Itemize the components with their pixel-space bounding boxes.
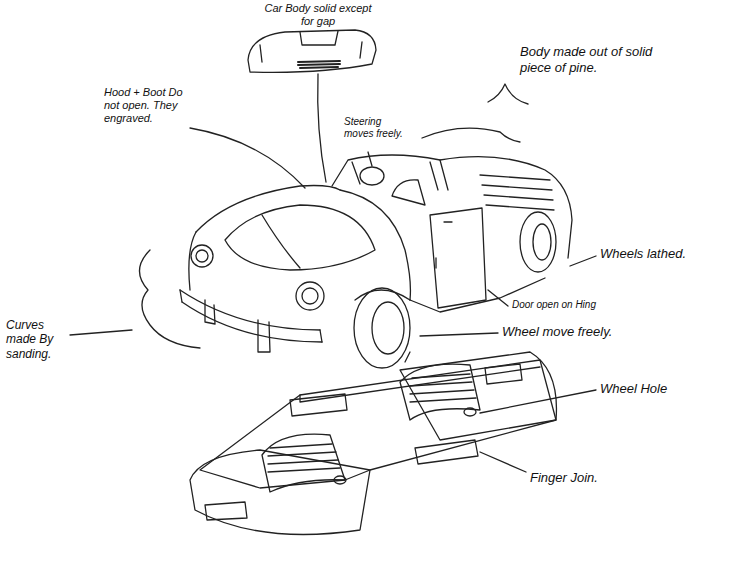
annotation-label: Hood + Boot Do not open. They engraved. [104, 86, 200, 126]
annotation-label: Door open on Hing [512, 299, 642, 311]
annotation-label: Curves made By sanding. [6, 318, 70, 361]
annotation-label: Finger Join. [530, 470, 640, 486]
annotation-label: Car Body solid except for gap [262, 2, 374, 28]
annotation-label: Wheel move freely. [502, 324, 682, 340]
annotation-label: Wheel Hole [600, 381, 710, 397]
annotation-label: Steering moves freely. [344, 116, 410, 140]
annotation-label: Wheels lathed. [600, 246, 730, 262]
annotation-label: Body made out of solid piece of pine. [520, 44, 670, 75]
